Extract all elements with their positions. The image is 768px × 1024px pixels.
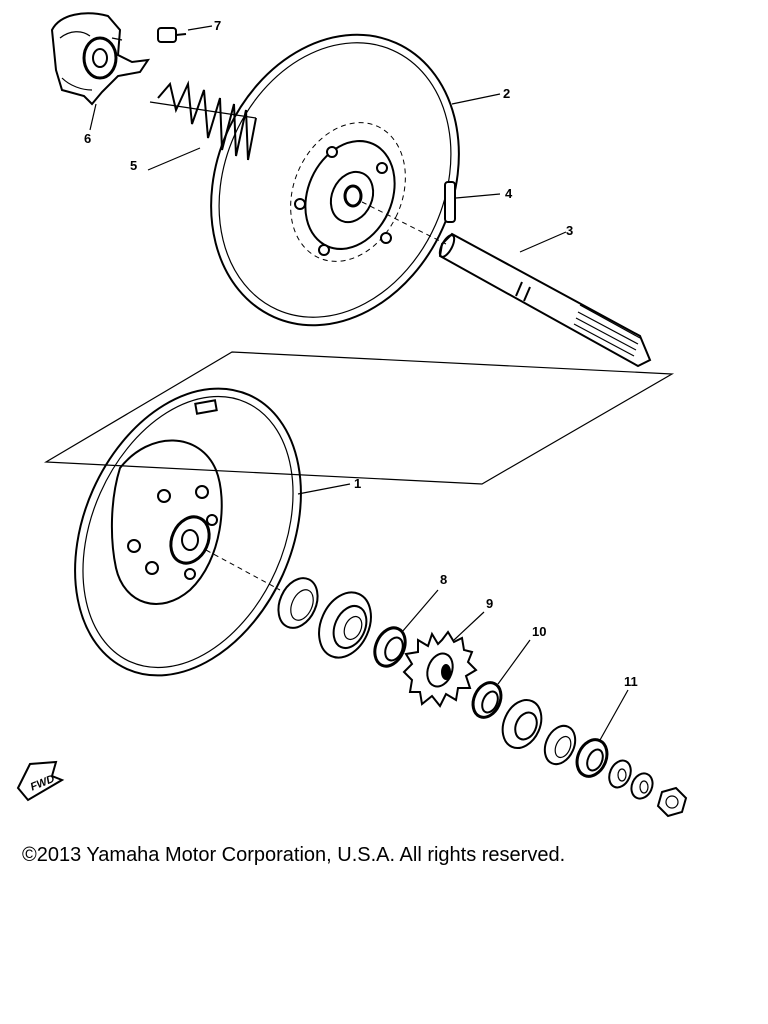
washer-group-part-11 (543, 689, 688, 818)
callout-8: 8 (440, 572, 447, 587)
callout-2: 2 (503, 86, 510, 101)
sprocket-part-9 (402, 611, 485, 708)
spacer-part-10 (471, 639, 531, 719)
forward-direction-mark: FWD (16, 760, 65, 802)
assembly-plane-outline (43, 351, 675, 485)
callout-7: 7 (214, 18, 221, 33)
bracket-part-6 (50, 12, 151, 131)
callout-1: 1 (354, 476, 361, 491)
bearing-outer (501, 699, 543, 749)
bolt-part-7 (157, 25, 213, 43)
callout-4: 4 (505, 186, 513, 201)
secondary-sheave-part-2 (210, 33, 501, 327)
key-part-4 (444, 181, 501, 223)
callout-10: 10 (532, 624, 546, 639)
callout-5: 5 (130, 158, 137, 173)
bearing-seal-stack (277, 577, 372, 659)
callout-3: 3 (566, 223, 573, 238)
parts-diagram: FWD 1 2 3 4 5 6 7 8 9 10 11 (16, 12, 688, 818)
shaft-part-3 (438, 231, 652, 368)
callout-11: 11 (624, 674, 638, 689)
collar-part-8 (373, 589, 439, 668)
spring-part-5 (147, 80, 257, 171)
copyright-notice: ©2013 Yamaha Motor Corporation, U.S.A. A… (22, 844, 566, 866)
fixed-sheave-part-1 (74, 387, 351, 677)
callout-9: 9 (486, 596, 493, 611)
callout-6: 6 (84, 131, 91, 146)
